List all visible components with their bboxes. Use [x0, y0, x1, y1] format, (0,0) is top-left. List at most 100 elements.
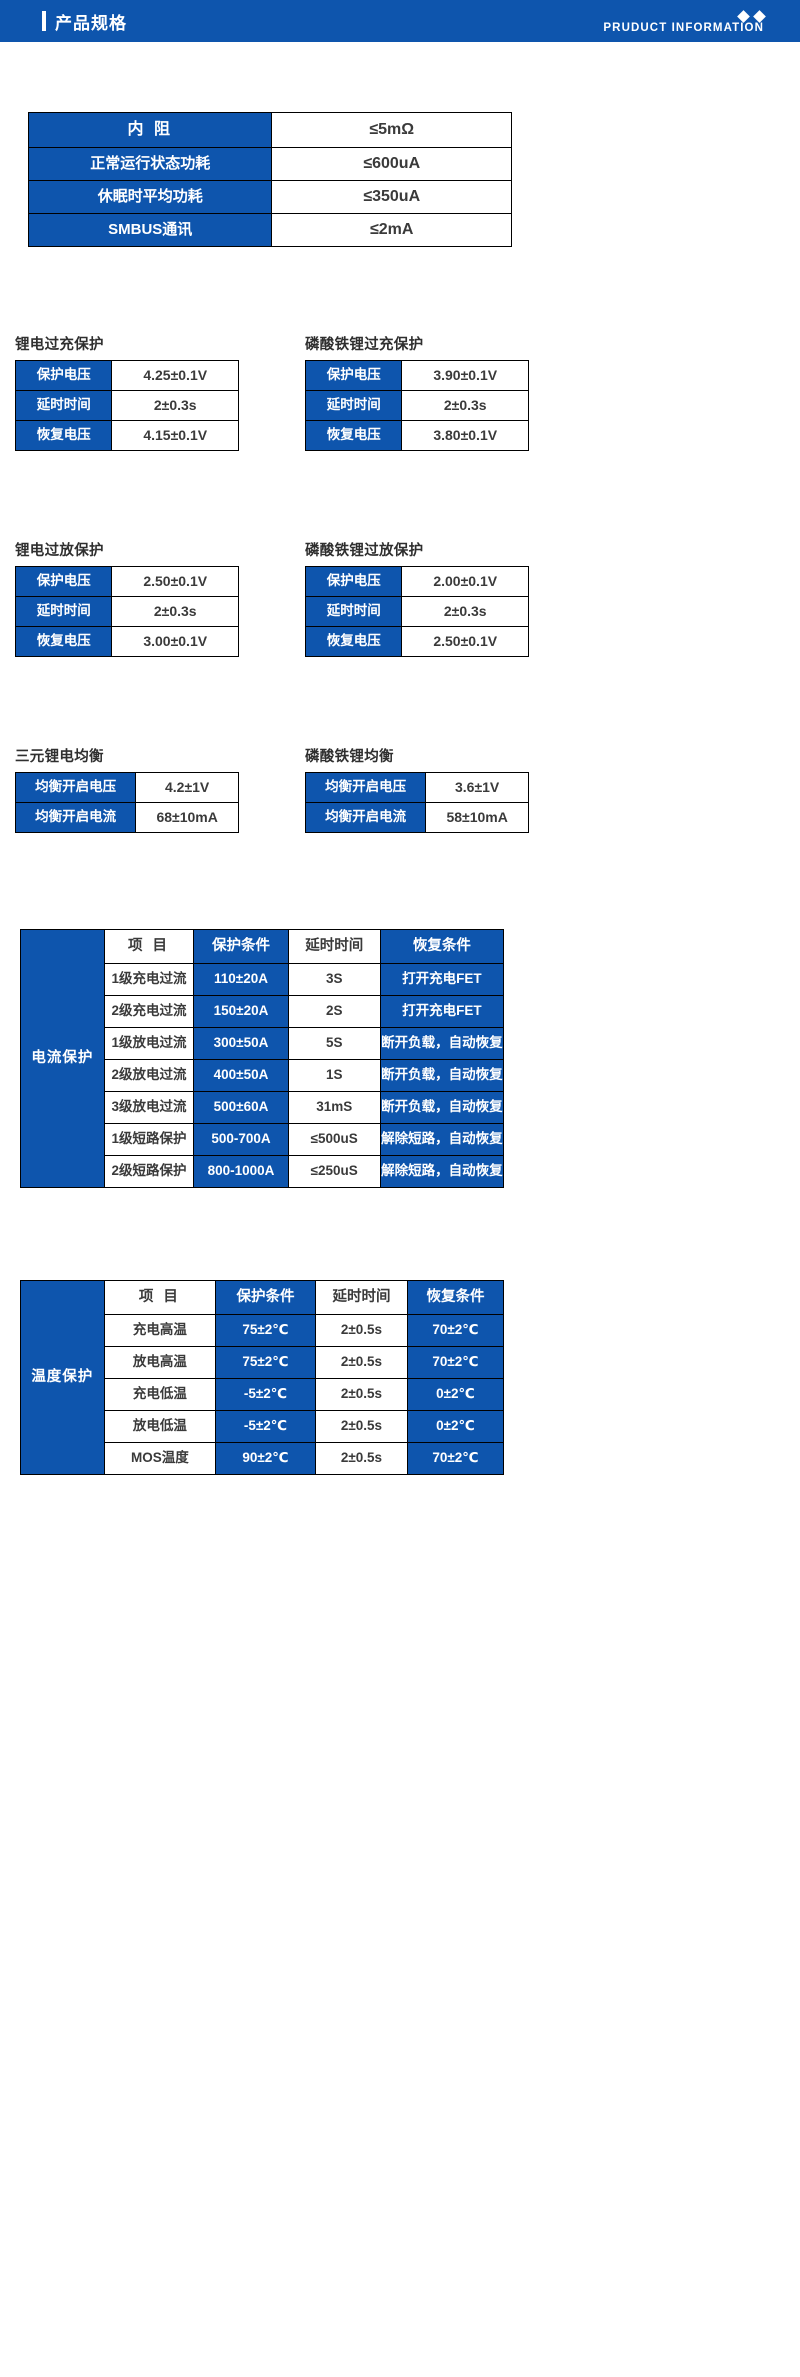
cell-recover: 解除短路，自动恢复 [379, 1155, 505, 1188]
cell-condition: 110±20A [193, 963, 289, 996]
row-label: 均衡开启电流 [14, 802, 137, 833]
spec-table-body: 内 阻 ≤5mΩ 正常运行状态功耗 ≤600uA 休眠时平均功耗 ≤350uA … [27, 112, 512, 247]
cell-delay: ≤250uS [287, 1155, 381, 1188]
table-row: 2级短路保护 800-1000A ≤250uS 解除短路，自动恢复 [21, 1155, 505, 1188]
overcharge-section: 锂电过充保护 保护电压 4.25±0.1V 延时时间 2±0.3s 恢复电压 4… [0, 247, 800, 451]
cell-condition: -5±2℃ [215, 1378, 316, 1411]
temperature-protection-table: 温度保护 项 目 保护条件 延时时间 恢复条件 充电高温 75±2℃ 2±0.5… [20, 1280, 505, 1475]
table-row: 内 阻 ≤5mΩ [27, 112, 512, 148]
row-value: 2±0.3s [401, 390, 529, 421]
cell-item: 2级充电过流 [103, 995, 195, 1028]
title-accent-bar-icon [42, 11, 46, 31]
row-label: 均衡开启电流 [304, 802, 427, 833]
row-value: 4.15±0.1V [111, 420, 239, 451]
table-row: SMBUS通讯 ≤2mA [27, 213, 512, 247]
cell-item: 1级放电过流 [103, 1027, 195, 1060]
cell-item: 放电高温 [103, 1346, 217, 1379]
spec-value: ≤600uA [271, 147, 512, 181]
cell-item: 充电低温 [103, 1378, 217, 1411]
table-row: 2级放电过流 400±50A 1S 断开负载，自动恢复 [21, 1059, 505, 1092]
diamond-large-icon [753, 10, 766, 23]
current-protection-side-label: 电流保护 [20, 929, 105, 1188]
cell-condition: 75±2℃ [215, 1346, 316, 1379]
row-label: 均衡开启电压 [304, 772, 427, 803]
row-value: 2±0.3s [111, 390, 239, 421]
lifepo4-overcharge-block: 磷酸铁锂过充保护 保护电压 3.90±0.1V 延时时间 2±0.3s 恢复电压… [304, 333, 590, 451]
cell-condition: -5±2℃ [215, 1410, 316, 1443]
table-row: 恢复电压 3.00±0.1V [14, 626, 239, 657]
lithium-overcharge-block: 锂电过充保护 保护电压 4.25±0.1V 延时时间 2±0.3s 恢复电压 4… [14, 333, 300, 451]
cell-recover: 0±2℃ [406, 1378, 505, 1411]
page-subtitle: PRUDUCT INFORMATION [603, 22, 764, 34]
spec-value: ≤5mΩ [271, 112, 512, 148]
ternary-balance-block: 三元锂电均衡 均衡开启电压 4.2±1V 均衡开启电流 68±10mA [14, 745, 300, 833]
spec-value: ≤2mA [271, 213, 512, 247]
balance-section: 三元锂电均衡 均衡开启电压 4.2±1V 均衡开启电流 68±10mA 磷酸铁锂… [0, 657, 800, 833]
diamond-small-icon [737, 10, 750, 23]
table-header-row: 温度保护 项 目 保护条件 延时时间 恢复条件 [20, 1280, 505, 1475]
spec-table-wrapper: 内 阻 ≤5mΩ 正常运行状态功耗 ≤600uA 休眠时平均功耗 ≤350uA … [0, 42, 800, 247]
spec-table: 内 阻 ≤5mΩ 正常运行状态功耗 ≤600uA 休眠时平均功耗 ≤350uA … [27, 112, 512, 247]
spec-label: SMBUS通讯 [27, 213, 273, 247]
table-row: 1级短路保护 500-700A ≤500uS 解除短路，自动恢复 [21, 1123, 505, 1156]
table-row: 保护电压 2.00±0.1V [304, 566, 529, 597]
cell-delay: 2S [287, 995, 381, 1028]
table-row: 正常运行状态功耗 ≤600uA [27, 147, 512, 181]
row-value: 58±10mA [425, 802, 529, 833]
cell-condition: 75±2℃ [215, 1314, 316, 1347]
table-row: 2级充电过流 150±20A 2S 打开充电FET [21, 995, 505, 1028]
row-value: 4.2±1V [135, 772, 239, 803]
row-label: 保护电压 [304, 566, 403, 597]
cell-item: 2级短路保护 [103, 1155, 195, 1188]
row-label: 延时时间 [14, 390, 113, 421]
row-value: 3.00±0.1V [111, 626, 239, 657]
temperature-protection-wrapper: 温度保护 项 目 保护条件 延时时间 恢复条件 充电高温 75±2℃ 2±0.5… [0, 1188, 800, 1475]
cell-item: 3级放电过流 [103, 1091, 195, 1124]
cell-condition: 150±20A [193, 995, 289, 1028]
cell-condition: 800-1000A [193, 1155, 289, 1188]
cell-recover: 70±2℃ [406, 1442, 505, 1475]
lifepo4-balance-block: 磷酸铁锂均衡 均衡开启电压 3.6±1V 均衡开启电流 58±10mA [304, 745, 590, 833]
lifepo4-overdischarge-block: 磷酸铁锂过放保护 保护电压 2.00±0.1V 延时时间 2±0.3s 恢复电压… [304, 539, 590, 657]
cell-delay: 1S [287, 1059, 381, 1092]
block-caption: 磷酸铁锂均衡 [305, 749, 394, 765]
table-row: 均衡开启电流 68±10mA [14, 802, 239, 833]
cell-recover: 70±2℃ [406, 1346, 505, 1379]
cell-item: 放电低温 [103, 1410, 217, 1443]
cell-delay: ≤500uS [287, 1123, 381, 1156]
row-label: 保护电压 [304, 360, 403, 391]
cell-item: 2级放电过流 [103, 1059, 195, 1092]
cell-recover: 断开负载，自动恢复 [379, 1027, 505, 1060]
cell-delay: 2±0.5s [314, 1314, 408, 1347]
cell-recover: 断开负载，自动恢复 [379, 1091, 505, 1124]
table-row: 充电高温 75±2℃ 2±0.5s 70±2℃ [21, 1314, 505, 1347]
table-row: 1级充电过流 110±20A 3S 打开充电FET [21, 963, 505, 996]
lithium-overdischarge-block: 锂电过放保护 保护电压 2.50±0.1V 延时时间 2±0.3s 恢复电压 3… [14, 539, 300, 657]
row-label: 恢复电压 [14, 626, 113, 657]
row-value: 68±10mA [135, 802, 239, 833]
cell-item: 充电高温 [103, 1314, 217, 1347]
current-protection-wrapper: 电流保护 项 目 保护条件 延时时间 恢复条件 1级充电过流 110±20A 3… [0, 833, 800, 1188]
block-caption: 锂电过充保护 [15, 337, 104, 353]
cell-recover: 0±2℃ [406, 1410, 505, 1443]
row-label: 保护电压 [14, 566, 113, 597]
spec-value: ≤350uA [271, 180, 512, 214]
cell-recover: 70±2℃ [406, 1314, 505, 1347]
page-title: 产品规格 [55, 13, 127, 33]
cell-recover: 断开负载，自动恢复 [379, 1059, 505, 1092]
table-row: 保护电压 3.90±0.1V [304, 360, 529, 391]
block-caption: 磷酸铁锂过放保护 [305, 543, 424, 559]
row-label: 均衡开启电压 [14, 772, 137, 803]
overdischarge-section: 锂电过放保护 保护电压 2.50±0.1V 延时时间 2±0.3s 恢复电压 3… [0, 451, 800, 657]
table-row: 恢复电压 2.50±0.1V [304, 626, 529, 657]
cell-delay: 5S [287, 1027, 381, 1060]
row-value: 4.25±0.1V [111, 360, 239, 391]
cell-delay: 2±0.5s [314, 1410, 408, 1443]
page-header: 产品规格 PRUDUCT INFORMATION [0, 0, 800, 42]
table-row: 1级放电过流 300±50A 5S 断开负载，自动恢复 [21, 1027, 505, 1060]
row-label: 延时时间 [14, 596, 113, 627]
row-label: 延时时间 [304, 390, 403, 421]
table-row: 延时时间 2±0.3s [14, 390, 239, 421]
header-condition: 保护条件 [215, 1280, 316, 1315]
